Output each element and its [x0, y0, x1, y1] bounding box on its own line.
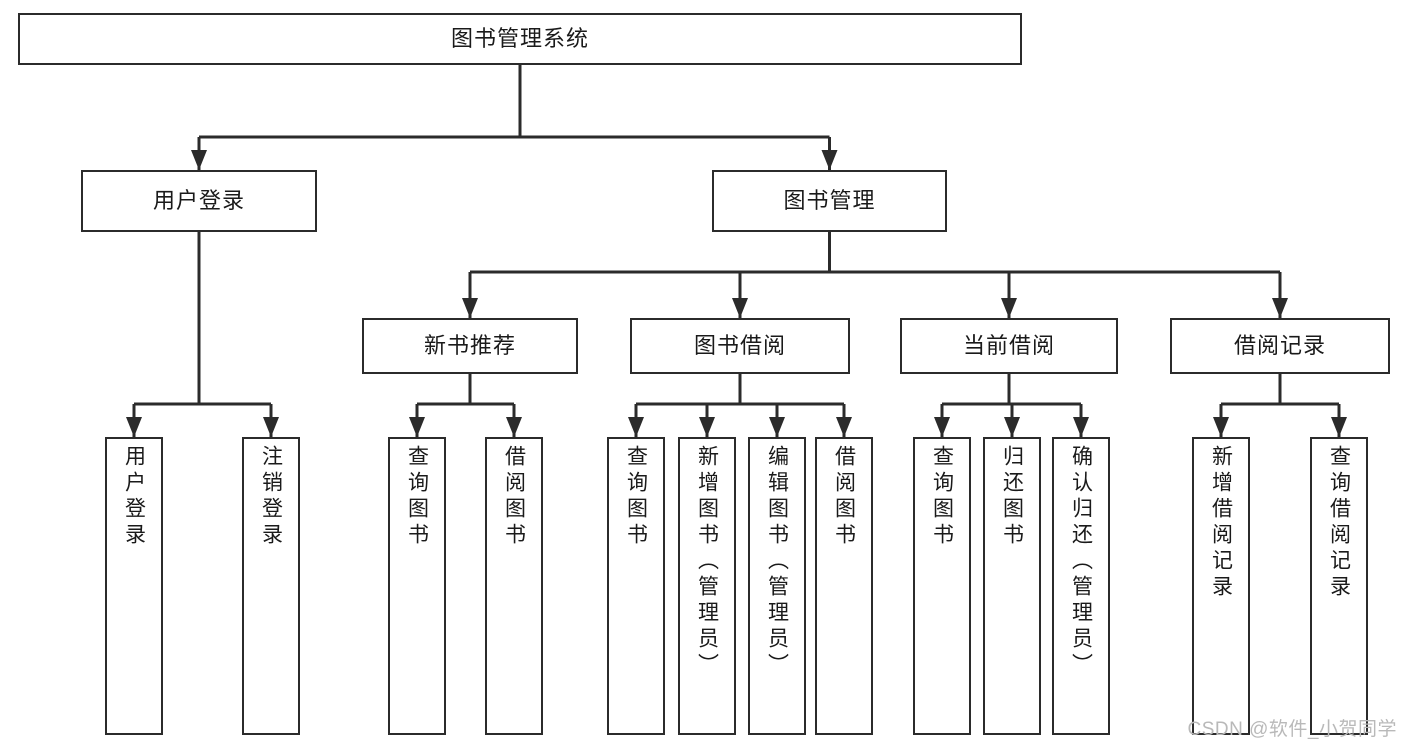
node-bookmgmt[interactable]: 图书管理: [712, 170, 947, 232]
arrowhead-icon: [1272, 298, 1288, 318]
node-records[interactable]: 借阅记录: [1170, 318, 1390, 374]
arrowhead-icon: [409, 417, 425, 437]
node-label: 确认归还（管理员）: [1069, 445, 1093, 679]
node-label: 查询图书: [624, 445, 648, 549]
arrowhead-icon: [1004, 417, 1020, 437]
node-label: 借阅图书: [502, 445, 526, 549]
arrowhead-icon: [1073, 417, 1089, 437]
node-n-query[interactable]: 查询图书: [388, 437, 446, 735]
arrowhead-icon: [126, 417, 142, 437]
node-label: 借阅图书: [832, 445, 856, 549]
node-label: 用户登录: [122, 445, 146, 549]
node-b-add[interactable]: 新增图书（管理员）: [678, 437, 736, 735]
node-label: 新增图书（管理员）: [695, 445, 719, 679]
node-c-return[interactable]: 归还图书: [983, 437, 1041, 735]
watermark: CSDN @软件_小贺同学: [1187, 719, 1397, 740]
node-label: 注销登录: [259, 445, 283, 549]
node-label: 查询借阅记录: [1327, 445, 1351, 601]
arrowhead-icon: [1213, 417, 1229, 437]
node-l-logout[interactable]: 注销登录: [242, 437, 300, 735]
node-label: 归还图书: [1000, 445, 1024, 549]
arrowhead-icon: [263, 417, 279, 437]
arrowhead-icon: [732, 298, 748, 318]
node-l-login[interactable]: 用户登录: [105, 437, 163, 735]
node-current[interactable]: 当前借阅: [900, 318, 1118, 374]
node-label: 新增借阅记录: [1209, 445, 1233, 601]
node-label: 当前借阅: [962, 333, 1055, 359]
node-r-add[interactable]: 新增借阅记录: [1192, 437, 1250, 735]
node-borrow[interactable]: 图书借阅: [630, 318, 850, 374]
node-login[interactable]: 用户登录: [81, 170, 317, 232]
node-c-query[interactable]: 查询图书: [913, 437, 971, 735]
node-label: 查询图书: [930, 445, 954, 549]
arrowhead-icon: [836, 417, 852, 437]
arrowhead-icon: [1331, 417, 1347, 437]
node-b-edit[interactable]: 编辑图书（管理员）: [748, 437, 806, 735]
node-c-confirm[interactable]: 确认归还（管理员）: [1052, 437, 1110, 735]
node-b-query[interactable]: 查询图书: [607, 437, 665, 735]
node-newbook[interactable]: 新书推荐: [362, 318, 578, 374]
arrowhead-icon: [628, 417, 644, 437]
node-n-borrow[interactable]: 借阅图书: [485, 437, 543, 735]
node-label: 图书借阅: [693, 333, 786, 359]
node-b-lend[interactable]: 借阅图书: [815, 437, 873, 735]
arrowhead-icon: [934, 417, 950, 437]
arrowhead-icon: [462, 298, 478, 318]
arrowhead-icon: [699, 417, 715, 437]
node-root[interactable]: 图书管理系统: [18, 13, 1022, 65]
arrowhead-icon: [191, 150, 207, 170]
arrowhead-icon: [821, 150, 838, 170]
arrowhead-icon: [1001, 298, 1017, 318]
node-label: 新书推荐: [423, 333, 516, 359]
node-r-query[interactable]: 查询借阅记录: [1310, 437, 1368, 735]
node-label: 借阅记录: [1233, 333, 1326, 359]
node-label: 编辑图书（管理员）: [765, 445, 789, 679]
arrowhead-icon: [769, 417, 785, 437]
node-label: 图书管理: [783, 188, 876, 214]
node-label: 查询图书: [405, 445, 429, 549]
arrowhead-icon: [506, 417, 522, 437]
node-label: 用户登录: [152, 188, 245, 214]
node-label: 图书管理系统: [450, 26, 589, 52]
